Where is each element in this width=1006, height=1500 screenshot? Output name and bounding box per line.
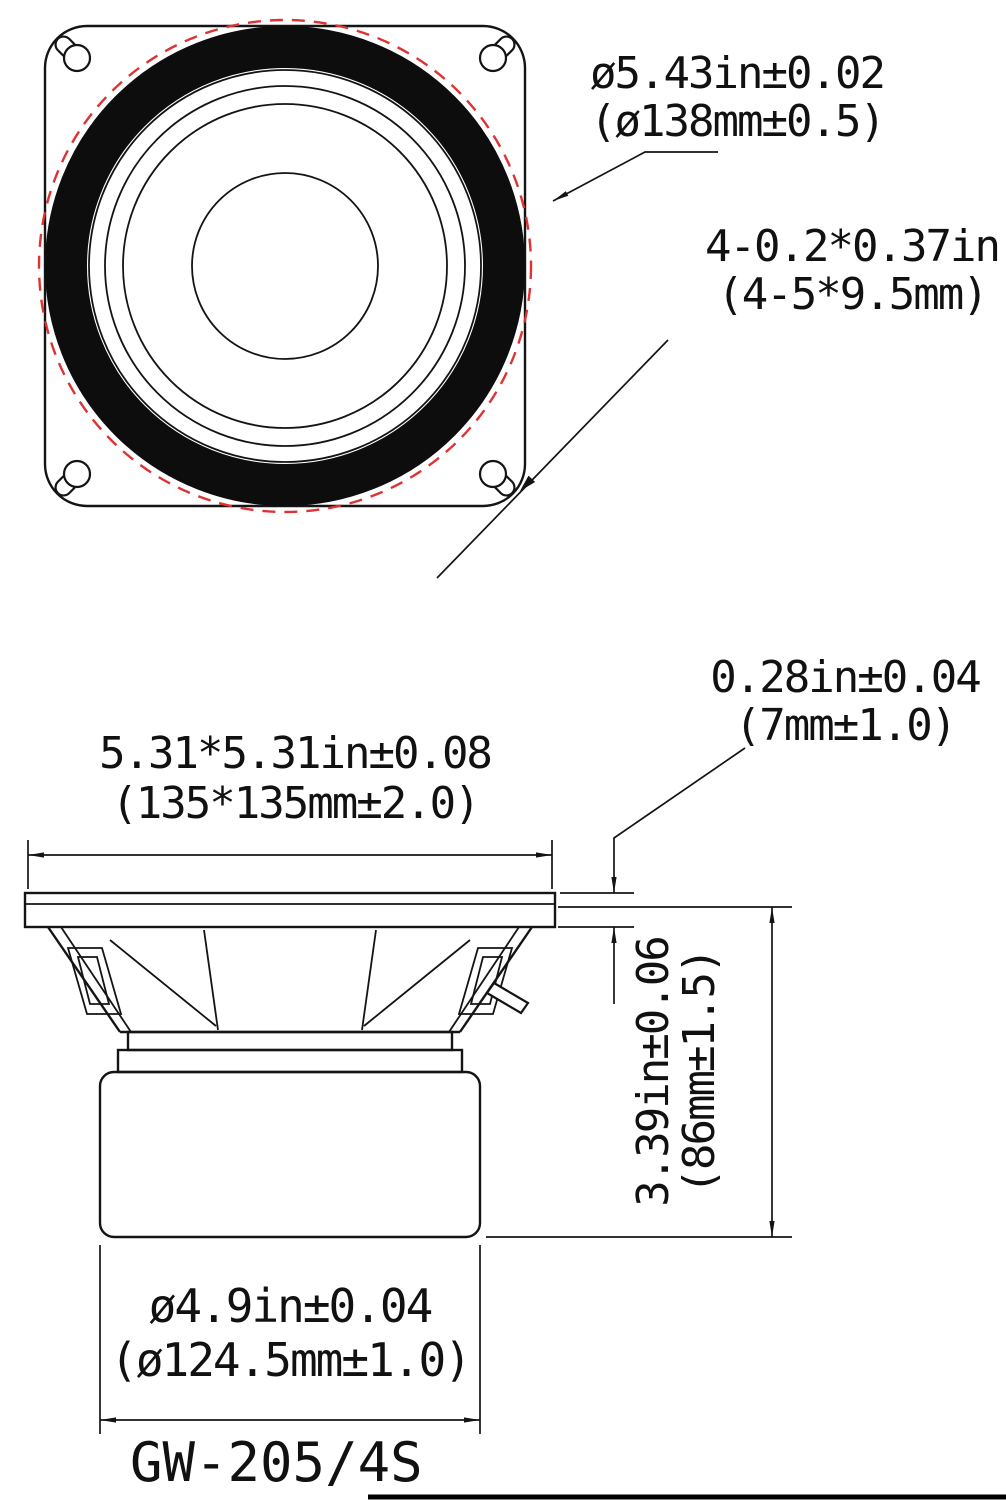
basket-wall-left-inner bbox=[60, 926, 132, 1033]
cone-line-left bbox=[109, 939, 217, 1027]
outer-diameter-leader bbox=[552, 151, 718, 202]
mounting-holes-text-mm: (4-5*9.5mm) bbox=[717, 269, 986, 320]
magnet-diameter-text-in: ø4.9in±0.04 bbox=[149, 1279, 432, 1333]
overall-diameter-circle bbox=[37, 18, 533, 514]
former-line-left bbox=[203, 929, 219, 1031]
cone-edge-circle bbox=[122, 103, 448, 429]
frame-size-text-mm: (135*135mm±2.0) bbox=[111, 778, 478, 829]
gasket-inner-circle bbox=[88, 69, 482, 463]
terminal-tab bbox=[485, 981, 530, 1015]
front-view bbox=[37, 18, 533, 514]
model-label: GW-205/4S bbox=[130, 1431, 423, 1494]
outer-diameter-dimension: ø5.43in±0.02 (ø138mm±0.5) bbox=[552, 48, 886, 202]
mounting-hole-bottom-left bbox=[54, 459, 92, 497]
side-view bbox=[23, 891, 557, 1239]
basket-window-left-outer bbox=[66, 947, 123, 1015]
basket-window-left-inner bbox=[76, 956, 111, 1005]
outer-diameter-text-in: ø5.43in±0.02 bbox=[590, 48, 884, 99]
flange-thickness-dimension: 0.28in±0.04 (7mm±1.0) bbox=[558, 652, 982, 1004]
flange-thickness-text-mm: (7mm±1.0) bbox=[735, 700, 955, 751]
top-plate bbox=[116, 1048, 464, 1074]
outer-diameter-text-mm: (ø138mm±0.5) bbox=[590, 96, 884, 147]
frame-size-dimension: 5.31*5.31in±0.08 (135*135mm±2.0) bbox=[27, 728, 553, 889]
flange-thickness-text-in: 0.28in±0.04 bbox=[710, 652, 980, 703]
height-dimension: 3.39in±0.06 (86mm±1.5) bbox=[486, 906, 792, 1238]
surround-ring bbox=[45, 26, 525, 506]
magnet bbox=[98, 1070, 482, 1239]
frame-size-text-in: 5.31*5.31in±0.08 bbox=[99, 728, 491, 779]
mounting-hole-top-right bbox=[478, 35, 516, 73]
dust-cap-circle bbox=[191, 172, 379, 360]
mounting-holes-leader bbox=[436, 339, 669, 579]
former-line-right bbox=[361, 929, 377, 1031]
surround-inner-circle bbox=[104, 85, 466, 447]
mounting-holes-text-in: 4-0.2*0.37in bbox=[705, 221, 999, 272]
mounting-holes-dimension: 4-0.2*0.37in (4-5*9.5mm) bbox=[436, 221, 1001, 579]
height-text-mm: (86mm±1.5) bbox=[674, 950, 725, 1195]
magnet-diameter-text-mm: (ø124.5mm±1.0) bbox=[110, 1333, 470, 1387]
flange-thickness-leader bbox=[611, 747, 746, 893]
cone-line-right bbox=[363, 939, 471, 1027]
mounting-holes-leader-arrow bbox=[520, 475, 536, 491]
flange bbox=[23, 891, 557, 929]
magnet-diameter-dimension: ø4.9in±0.04 (ø124.5mm±1.0) bbox=[99, 1245, 481, 1434]
mounting-hole-top-left bbox=[54, 35, 92, 73]
height-text-in: 3.39in±0.06 bbox=[628, 937, 679, 1206]
spacer-plate bbox=[126, 1030, 454, 1052]
basket-wall-right-inner bbox=[448, 926, 520, 1033]
mounting-hole-bottom-right bbox=[478, 459, 516, 497]
